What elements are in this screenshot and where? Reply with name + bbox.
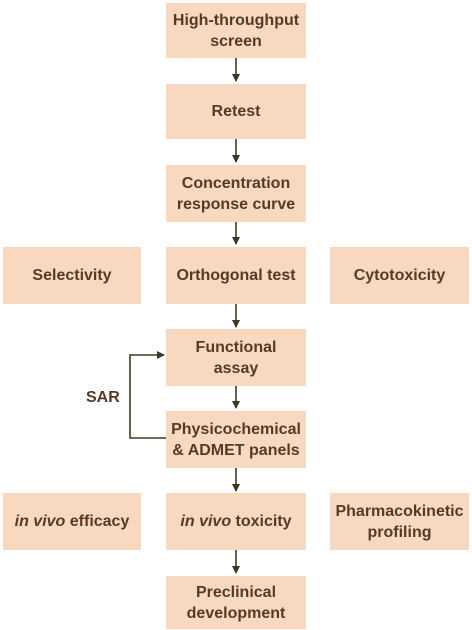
box-cytotoxicity-label: Cytotoxicity bbox=[353, 267, 446, 284]
box-high-throughput-screen-label: High-throughput screen bbox=[172, 11, 300, 50]
box-physicochemical-admet: Physicochemical & ADMET panels bbox=[166, 411, 306, 468]
box-retest-label: Retest bbox=[211, 103, 261, 120]
box-pharmacokinetic-profiling: Pharmacokinetic profiling bbox=[330, 493, 469, 550]
sar-loop-arrow bbox=[129, 351, 166, 439]
box-functional-assay: Functional assay bbox=[166, 329, 306, 386]
in-vivo-italic: in vivo bbox=[14, 513, 66, 530]
box-in-vivo-efficacy-label: in vivo efficacy bbox=[15, 511, 130, 532]
sar-label: SAR bbox=[86, 389, 120, 406]
box-concentration-response-curve-label: Concentration response curve bbox=[176, 174, 296, 213]
box-preclinical-development-label: Preclinical development bbox=[186, 583, 286, 622]
box-selectivity-label: Selectivity bbox=[32, 267, 112, 284]
box-in-vivo-toxicity: in vivo toxicity bbox=[166, 493, 306, 550]
box-preclinical-development: Preclinical development bbox=[166, 576, 306, 629]
box-orthogonal-test: Orthogonal test bbox=[166, 247, 306, 304]
box-functional-assay-label: Functional assay bbox=[195, 338, 277, 377]
box-pharmacokinetic-profiling-label: Pharmacokinetic profiling bbox=[335, 502, 464, 541]
box-in-vivo-efficacy: in vivo efficacy bbox=[3, 493, 141, 550]
toxicity-text: toxicity bbox=[231, 513, 292, 530]
box-concentration-response-curve: Concentration response curve bbox=[166, 165, 306, 222]
box-retest: Retest bbox=[166, 84, 306, 139]
box-high-throughput-screen: High-throughput screen bbox=[166, 3, 306, 58]
box-physicochemical-admet-label: Physicochemical & ADMET panels bbox=[171, 420, 301, 459]
box-cytotoxicity: Cytotoxicity bbox=[330, 247, 469, 304]
box-selectivity: Selectivity bbox=[3, 247, 141, 304]
efficacy-text: efficacy bbox=[65, 513, 130, 530]
box-orthogonal-test-label: Orthogonal test bbox=[176, 267, 296, 284]
in-vivo-italic: in vivo bbox=[180, 513, 232, 530]
box-in-vivo-toxicity-label: in vivo toxicity bbox=[180, 511, 291, 532]
